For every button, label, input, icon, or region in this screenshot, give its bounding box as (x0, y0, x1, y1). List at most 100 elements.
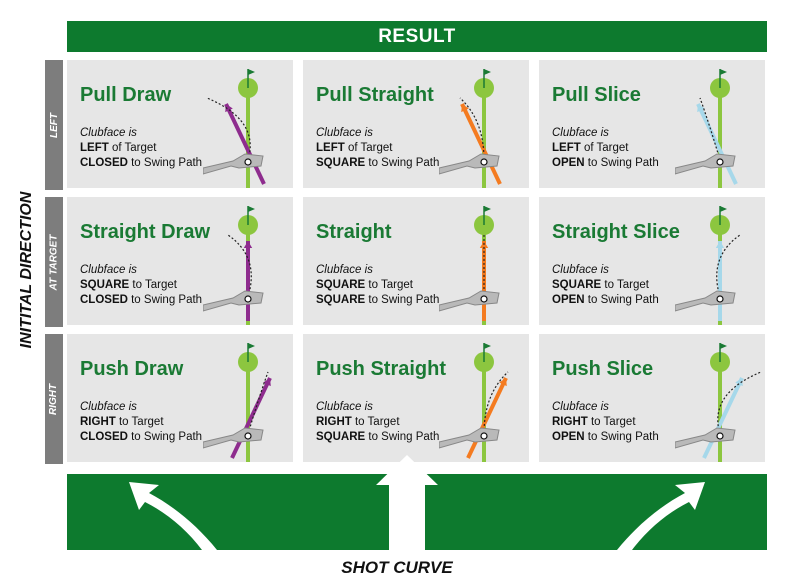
club-head-icon (439, 153, 500, 175)
flag-icon (484, 69, 491, 75)
ball-flight-path (247, 371, 269, 435)
swing-path-arrowhead (243, 241, 253, 248)
target-relation-text: to Target (365, 279, 413, 291)
shot-figure (203, 206, 264, 325)
ball-icon (244, 158, 252, 166)
target-relation-bold: LEFT (552, 142, 581, 154)
shot-figure (675, 343, 762, 462)
club-head-icon (675, 427, 736, 449)
target-relation-text: to Target (115, 416, 164, 428)
target-relation-text: of Target (344, 142, 393, 154)
path-relation-bold: OPEN (552, 431, 585, 443)
shot-figure (675, 69, 738, 188)
shot-figure (203, 69, 266, 188)
clubface-label: Clubface is (80, 401, 137, 413)
target-relation-text: to Target (129, 279, 177, 291)
swing-path-line (460, 103, 502, 185)
clubface-label: Clubface is (552, 127, 609, 139)
flag-icon (720, 343, 727, 349)
swing-path-line (230, 377, 272, 459)
target-relation-bold: RIGHT (80, 416, 116, 428)
clubface-label: Clubface is (552, 264, 609, 276)
ball-icon (244, 295, 252, 303)
swing-path-line (696, 103, 738, 185)
path-relation-bold: CLOSED (80, 431, 128, 443)
result-label: RESULT (378, 25, 456, 47)
shot-figure (203, 343, 272, 462)
target-relation-bold: SQUARE (316, 279, 366, 291)
target-relation-text: of Target (108, 142, 157, 154)
swing-path-arrowhead (263, 378, 271, 387)
club-head-icon (203, 290, 264, 312)
swing-path-arrowhead (225, 104, 233, 113)
ball-flight-path (227, 234, 252, 298)
cell-title: Straight Slice (552, 221, 680, 243)
path-relation-text: to Swing Path (365, 431, 440, 443)
ball-icon (716, 158, 724, 166)
club-head-icon (203, 153, 264, 175)
path-relation-text: to Swing Path (127, 294, 203, 306)
path-relation-text: to Swing Path (365, 157, 440, 169)
path-relation-text: to Swing Path (127, 431, 203, 443)
target-relation-bold: LEFT (316, 142, 345, 154)
path-relation-bold: SQUARE (316, 157, 366, 169)
club-head-icon (439, 427, 500, 449)
clubface-label: Clubface is (80, 264, 137, 276)
row-tab-left: LEFT (45, 60, 63, 190)
ball-flight-path (483, 371, 509, 435)
cell-title: Push Straight (316, 358, 447, 380)
cell-title: Pull Straight (316, 84, 434, 106)
ball-icon (480, 432, 488, 440)
swing-path-arrowhead (461, 104, 469, 113)
club-head-icon (675, 290, 736, 312)
shot-curve-label: SHOT CURVE (341, 558, 453, 577)
ball-icon (244, 432, 252, 440)
path-relation-text: to Swing Path (365, 294, 440, 306)
ball-flight-path (717, 371, 762, 435)
swing-path-arrowhead (499, 378, 507, 387)
target-relation-bold: SQUARE (80, 279, 130, 291)
flag-icon (484, 343, 491, 349)
curve-arrow-left (129, 482, 217, 550)
curve-arrow-right (617, 482, 705, 550)
shot-curve-arrows (129, 455, 705, 550)
target-relation-text: to Target (587, 416, 636, 428)
row-label-left: LEFT (48, 112, 60, 138)
cell-title: Pull Draw (80, 84, 172, 106)
swing-path-line (224, 103, 266, 185)
ball-icon (480, 158, 488, 166)
target-relation-bold: RIGHT (316, 416, 352, 428)
target-relation-bold: LEFT (80, 142, 109, 154)
ball-icon (716, 295, 724, 303)
result-banner: RESULT (67, 21, 767, 52)
flag-icon (720, 206, 727, 212)
target-relation-bold: SQUARE (552, 279, 602, 291)
cell-title: Straight Draw (80, 221, 211, 243)
flag-icon (248, 206, 255, 212)
path-relation-bold: CLOSED (80, 157, 128, 169)
row-label-at-target: AT TARGET (48, 234, 60, 290)
cell-title: Push Slice (552, 358, 654, 380)
ball-flight-path (716, 234, 741, 298)
clubface-label: Clubface is (80, 127, 137, 139)
clubface-label: Clubface is (552, 401, 609, 413)
shot-figure (439, 206, 500, 325)
flag-icon (720, 69, 727, 75)
swing-path-line (466, 377, 508, 459)
clubface-label: Clubface is (316, 401, 373, 413)
target-relation-text: of Target (580, 142, 629, 154)
row-tab-right: RIGHT (45, 334, 63, 464)
shot-figure (675, 206, 741, 325)
ball-flight-path (699, 97, 721, 161)
path-relation-text: to Swing Path (584, 157, 659, 169)
club-head-icon (203, 427, 264, 449)
